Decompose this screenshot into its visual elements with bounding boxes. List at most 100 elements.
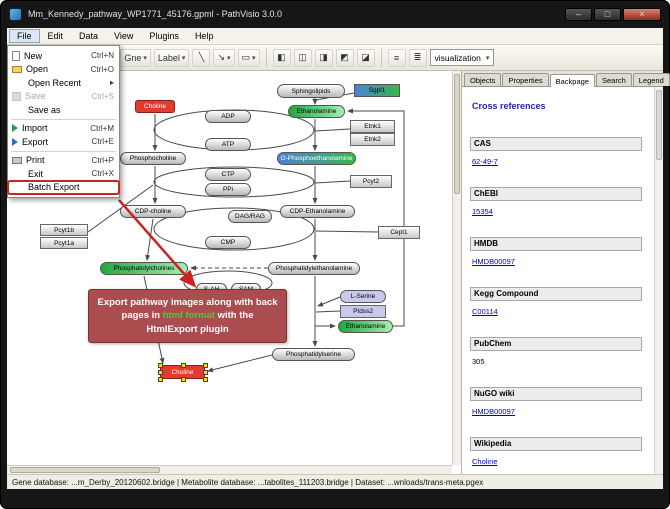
stack-vertical-button[interactable]: ≣: [408, 48, 427, 67]
line-tool-button[interactable]: ╲: [192, 48, 211, 67]
pathway-node-sphingolipids[interactable]: Sphingolipids: [277, 84, 345, 98]
xref-link[interactable]: 15354: [472, 207, 493, 216]
close-button[interactable]: ×: [623, 7, 661, 21]
scrollbar-thumb[interactable]: [10, 467, 160, 473]
pathway-node-ethanolamine[interactable]: Ethanolamine: [288, 105, 345, 118]
canvas-horizontal-scrollbar[interactable]: [7, 465, 452, 474]
xref-link[interactable]: C00114: [472, 307, 498, 316]
xref-source-header: Wikipedia: [470, 437, 642, 451]
menu-file[interactable]: File: [9, 29, 40, 43]
connector-tool-button[interactable]: ↘▾: [213, 48, 235, 67]
pathway-node-cmp[interactable]: CMP: [205, 236, 251, 249]
pathway-node-etnk2[interactable]: Etnk2: [350, 133, 395, 146]
titlebar: Mm_Kennedy_pathway_WP1771_45176.gpml - P…: [0, 0, 670, 28]
node-label: Ethanolamine: [345, 323, 386, 330]
xref-source-header: ChEBI: [470, 187, 642, 201]
pathway-node-cdp-ethanolamine[interactable]: CDP-Ethanolamine: [280, 205, 355, 218]
node-label: Sgpl1: [368, 87, 386, 94]
pathway-node-cept1[interactable]: Cept1: [378, 226, 420, 239]
node-label: CDP-Ethanolamine: [289, 208, 346, 215]
pathway-node-l-serine[interactable]: L-Serine: [340, 290, 386, 303]
pathway-node-choline[interactable]: Choline: [135, 100, 175, 113]
shape-tool-button[interactable]: ▭▾: [237, 48, 260, 67]
scrollbar-thumb[interactable]: [656, 90, 662, 160]
xref-link[interactable]: HMDB00097: [472, 257, 515, 266]
visualization-combobox[interactable]: visualization ▾: [429, 49, 495, 66]
scrollbar-thumb[interactable]: [454, 74, 460, 194]
pathway-node-atp[interactable]: ATP: [205, 138, 251, 151]
xref-link[interactable]: Choline: [472, 457, 498, 466]
pathway-node-cdp-choline[interactable]: CDP-choline: [120, 205, 186, 218]
datanode-tool-button[interactable]: Gne▾: [120, 48, 151, 67]
xref-link[interactable]: 62-49-7: [472, 157, 498, 166]
label-tool-button[interactable]: Label▾: [153, 48, 190, 67]
tab-backpage[interactable]: Backpage: [549, 74, 595, 87]
node-label: Phosphatidylserine: [286, 351, 341, 358]
canvas-vertical-scrollbar[interactable]: [452, 71, 461, 465]
file-menu-item-open-recent[interactable]: Open Recent▸: [8, 76, 119, 90]
tab-properties[interactable]: Properties: [502, 73, 549, 86]
stack-horizontal-button[interactable]: ≡: [387, 48, 406, 67]
pathway-node-phosphocholine[interactable]: Phosphocholine: [120, 152, 186, 165]
pathway-node-o-phosphoethanolamine[interactable]: O-Phosphoethanolamine: [277, 152, 356, 165]
selection-handle[interactable]: [203, 370, 208, 375]
pathway-node-phosphatidylethanolamine[interactable]: Phosphatidylethanolamine: [268, 262, 360, 275]
panel-vertical-scrollbar[interactable]: [654, 87, 663, 474]
selection-handle[interactable]: [158, 363, 163, 368]
selection-handle[interactable]: [203, 363, 208, 368]
align-bottom-button[interactable]: ◪: [356, 48, 375, 67]
align-left-button[interactable]: ◧: [272, 48, 291, 67]
pathway-node-ppi[interactable]: PPi: [205, 183, 251, 196]
callout-text-after: with the HtmlExport plugin: [146, 310, 254, 335]
window-controls: – □ ×: [565, 7, 661, 21]
pathway-node-etnk1[interactable]: Etnk1: [350, 120, 395, 133]
menu-item-label: Exit: [28, 168, 44, 179]
menu-data[interactable]: Data: [79, 31, 99, 41]
pathway-node-ethanolamine[interactable]: Ethanolamine: [338, 320, 393, 333]
menu-view[interactable]: View: [114, 31, 134, 41]
pathway-node-ptdss2[interactable]: Ptdss2: [340, 305, 386, 318]
menu-item-label: Import: [22, 123, 48, 134]
menu-help[interactable]: Help: [194, 31, 214, 41]
selection-handle[interactable]: [180, 377, 186, 382]
pathway-node-dag-rag[interactable]: DAG/RAG: [228, 210, 272, 223]
minimize-button[interactable]: –: [565, 7, 592, 21]
pathway-node-pcyt1b[interactable]: Pcyt1b: [40, 224, 88, 236]
selection-handle[interactable]: [203, 377, 208, 382]
menu-plugins[interactable]: Plugins: [149, 31, 179, 41]
node-label: CMP: [220, 239, 236, 246]
pathway-node-adp[interactable]: ADP: [205, 110, 251, 123]
pathway-node-ctp[interactable]: CTP: [205, 168, 251, 181]
file-menu-item-save-as[interactable]: Save as: [8, 103, 119, 117]
align-top-button[interactable]: ◩: [335, 48, 354, 67]
maximize-button[interactable]: □: [594, 7, 621, 21]
datanode-tool-icon: Gne: [124, 52, 142, 63]
selection-handle[interactable]: [180, 363, 186, 368]
xref-link[interactable]: HMDB00097: [472, 407, 515, 416]
align-center-button[interactable]: ◫: [293, 48, 312, 67]
pathway-node-phosphatidylcholines[interactable]: Phosphatidylcholines: [100, 262, 188, 275]
selection-handle[interactable]: [158, 377, 163, 382]
file-menu-item-batch-export[interactable]: Batch Export: [7, 179, 120, 195]
tab-search[interactable]: Search: [595, 73, 632, 86]
align-right-button[interactable]: ◨: [314, 48, 333, 67]
menu-shortcut: Ctrl+S: [91, 91, 114, 101]
menu-edit[interactable]: Edit: [47, 31, 64, 41]
import-icon: [12, 124, 18, 133]
pathway-node-choline[interactable]: Choline: [158, 363, 208, 382]
pathway-node-pcyt2[interactable]: Pcyt2: [350, 175, 392, 188]
node-label: ATP: [221, 141, 235, 148]
tab-legend[interactable]: Legend: [632, 73, 670, 86]
pathway-node-phosphatidylserine[interactable]: Phosphatidylserine: [272, 348, 355, 361]
tab-objects[interactable]: Objects: [464, 73, 502, 86]
pathway-node-sgpl1[interactable]: Sgpl1: [354, 84, 400, 97]
pathway-node-pcyt1a[interactable]: Pcyt1a: [40, 237, 88, 249]
selection-handle[interactable]: [158, 370, 163, 375]
